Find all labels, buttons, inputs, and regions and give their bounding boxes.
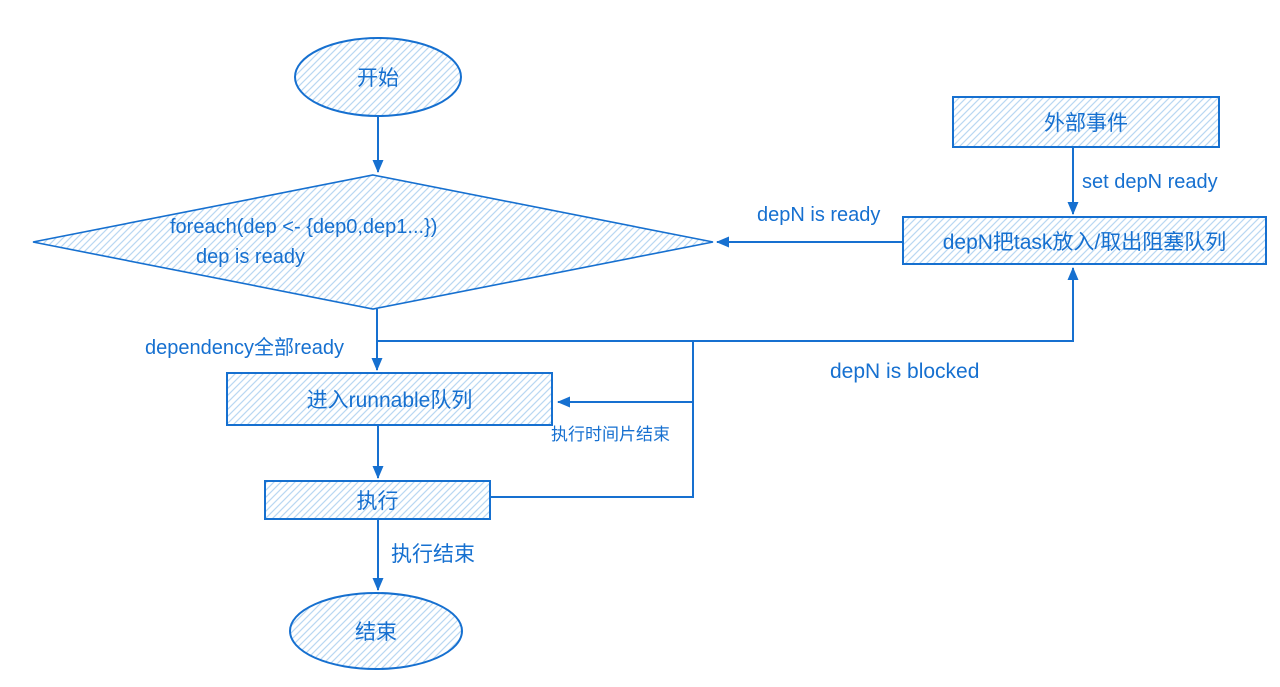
runnable-queue-node-label: 进入runnable队列 (306, 389, 473, 412)
external-event-node-label: 外部事件 (1044, 112, 1128, 135)
end-node-label: 结束 (355, 621, 397, 644)
edge-label-dependency-all-ready: dependency全部ready (145, 337, 345, 359)
foreach-node-label-line1: foreach(dep <- {dep0,dep1...}) (170, 216, 438, 238)
execute-node (264, 480, 491, 520)
edge-label-depn-is-ready: depN is ready (757, 204, 881, 226)
blocking-queue-node (902, 216, 1267, 265)
edge-execute-return-trunk (489, 341, 694, 498)
execute-node-label: 执行 (356, 490, 399, 513)
edge-blocked-branch-to-blocking-queue (377, 267, 1079, 342)
end-node (289, 592, 463, 670)
start-node-label: 开始 (357, 67, 399, 90)
edge-label-depn-is-blocked: depN is blocked (830, 360, 980, 383)
edge-label-execute-end: 执行结束 (391, 543, 475, 566)
edge-label-timeslice-end: 执行时间片结束 (551, 425, 670, 444)
external-event-node (952, 96, 1220, 148)
foreach-node-label-line2: dep is ready (196, 246, 305, 268)
blocking-queue-node-label: depN把task放入/取出阻塞队列 (942, 230, 1227, 254)
start-node (294, 37, 462, 117)
runnable-queue-node (226, 372, 553, 426)
foreach-decision-node (32, 174, 714, 310)
foreach-node-label: foreach(dep <- {dep0,dep1...}) dep is re… (170, 212, 437, 272)
edge-label-set-depn-ready: set depN ready (1082, 171, 1218, 193)
